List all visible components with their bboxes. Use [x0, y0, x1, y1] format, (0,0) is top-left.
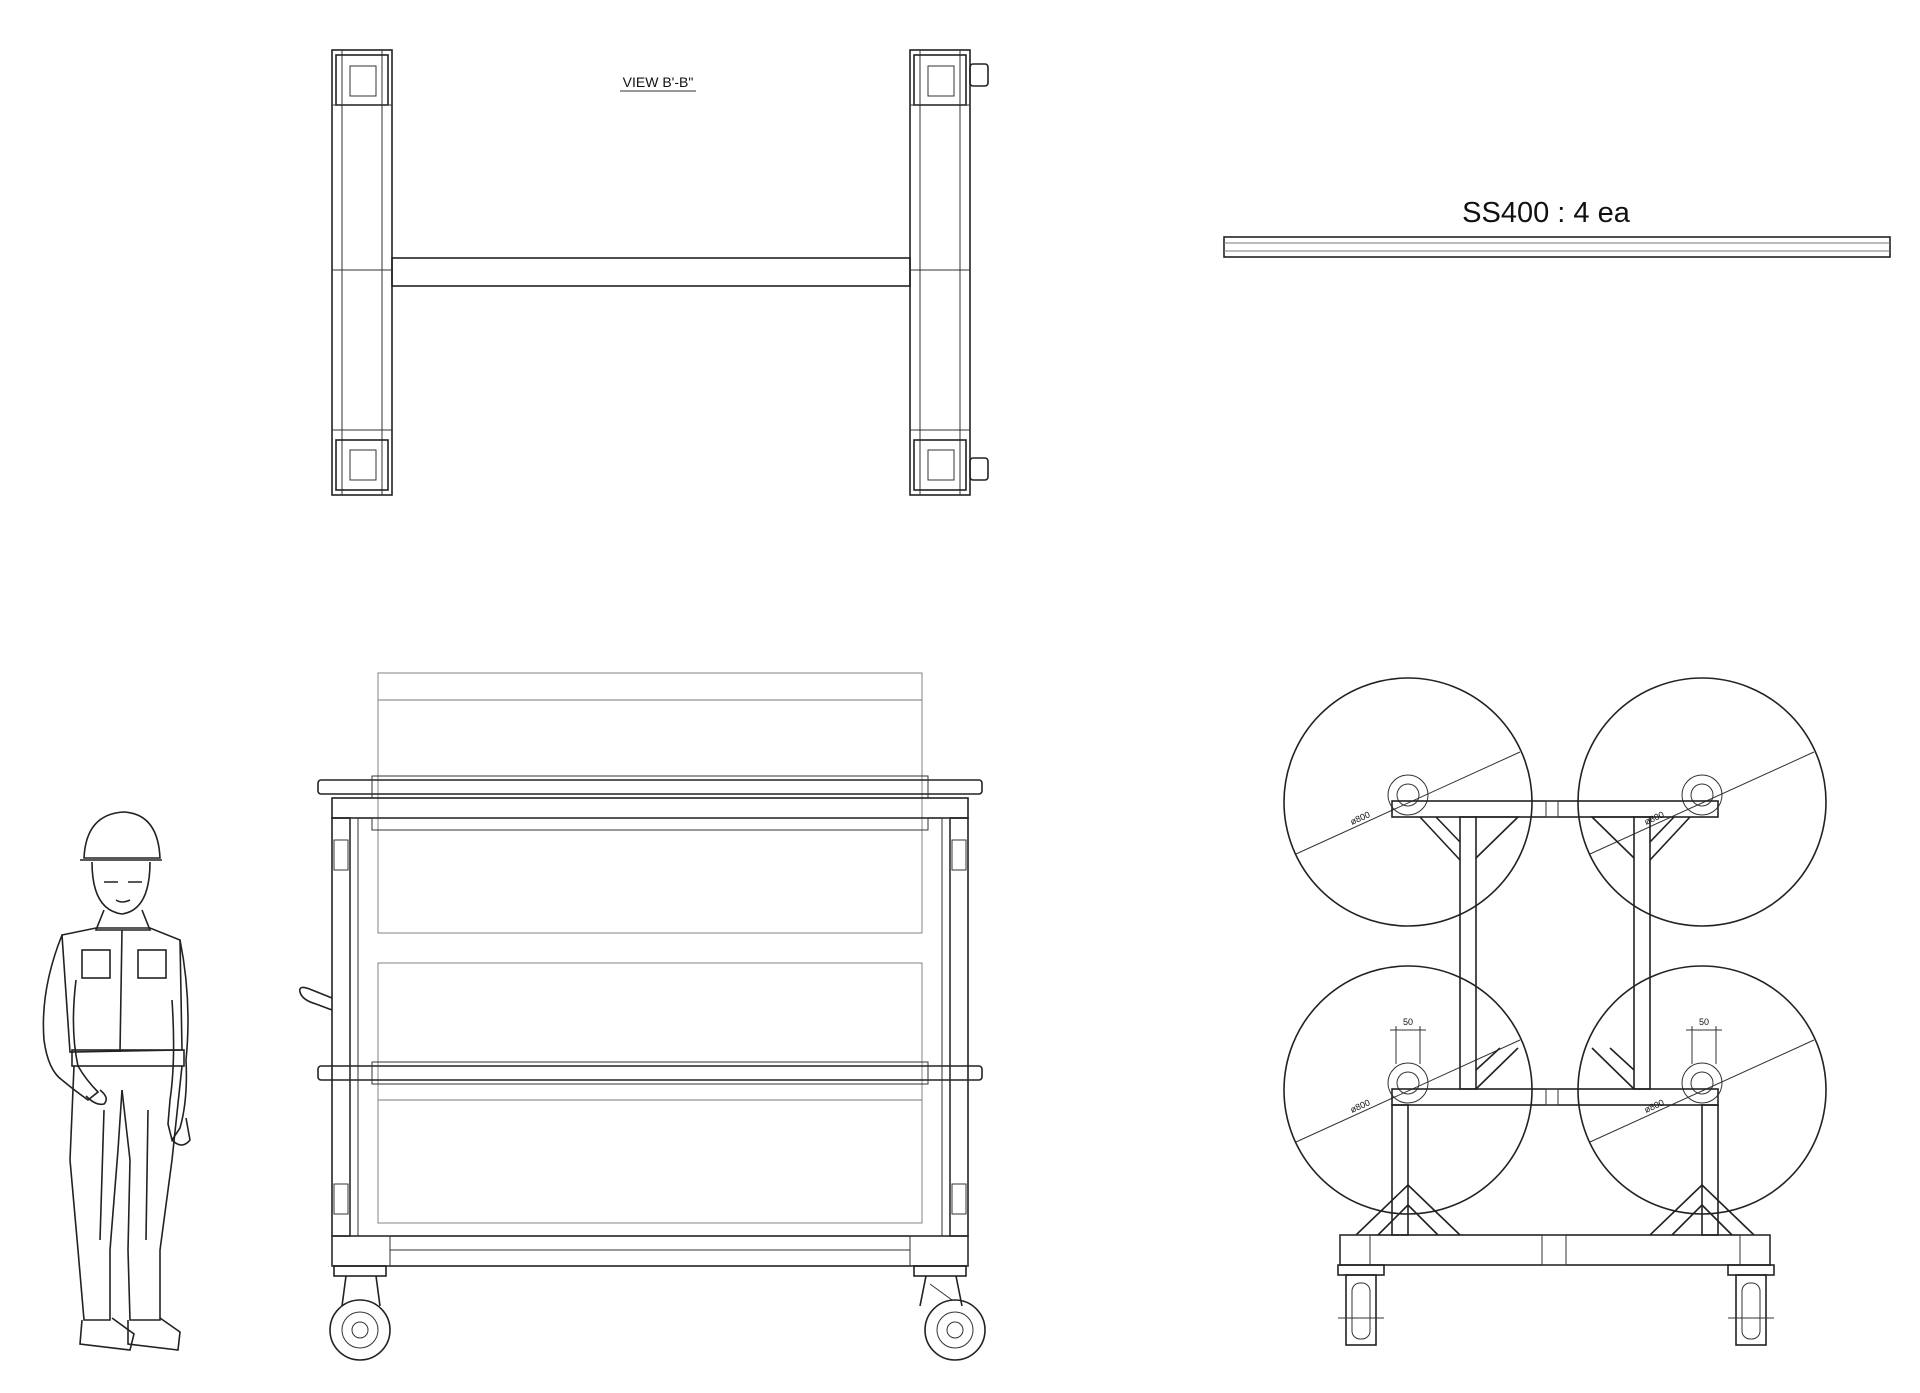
view-label: VIEW B'-B" [623, 74, 694, 90]
gap-label-left: 50 [1403, 1017, 1413, 1027]
top-view-frame [331, 49, 989, 496]
side-view-reels [1283, 677, 1827, 1346]
front-view-cart [298, 672, 986, 1361]
dia-label-lower-right: ø800 [1643, 1097, 1666, 1114]
material-note: SS400 : 4 ea [1462, 197, 1631, 229]
worker-figure [42, 811, 191, 1351]
dia-label-upper-right: ø800 [1643, 809, 1666, 826]
ss400-bar [1223, 236, 1891, 258]
dia-label-upper-left: ø800 [1349, 809, 1372, 826]
gap-label-right: 50 [1699, 1017, 1709, 1027]
dia-label-lower-left: ø800 [1349, 1097, 1372, 1114]
